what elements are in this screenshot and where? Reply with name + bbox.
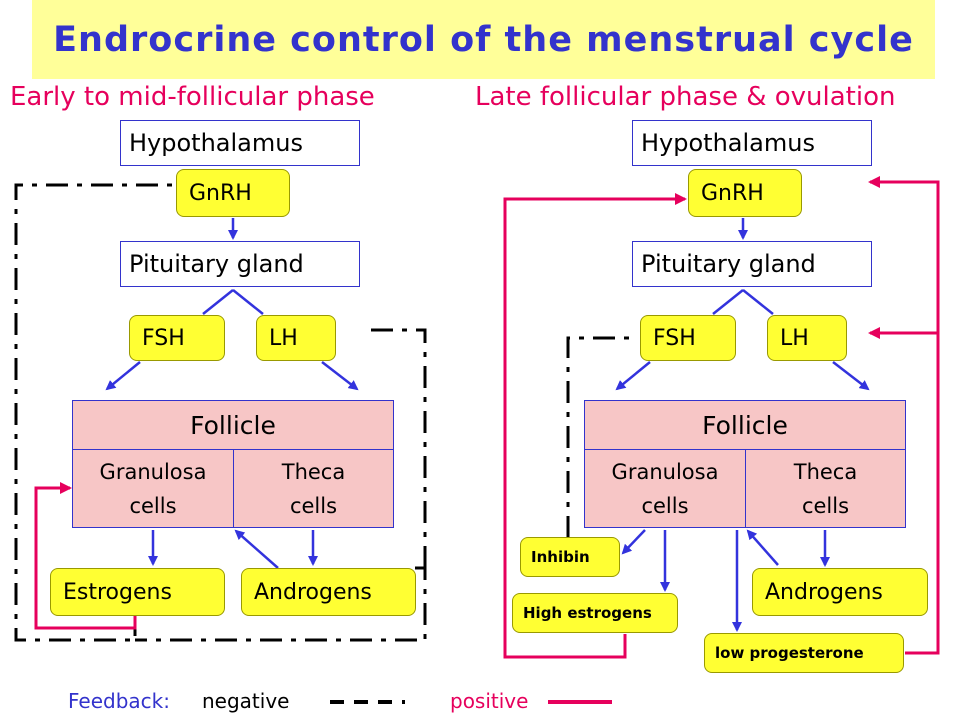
legend-positive-label: positive: [450, 689, 529, 713]
right-follicle-label: Follicle: [702, 410, 788, 440]
right-gnrh-pill: GnRH: [688, 169, 802, 217]
right-granulosa-cells: Granulosa cells: [585, 450, 746, 528]
right-follicle-box: Follicle Granulosa cells Theca cells: [584, 400, 906, 528]
left-theca-label-2: cells: [289, 494, 338, 518]
left-negative-feedback-lh: [364, 328, 427, 568]
right-theca-label-2: cells: [801, 494, 850, 518]
legend-negative-label: negative: [202, 689, 290, 713]
left-pituitary-to-lh-line: [232, 289, 264, 315]
right-theca-cells: Theca cells: [746, 450, 905, 528]
right-androgens-to-granulosa-arrow: [746, 529, 779, 566]
page-title: Endrocrine control of the menstrual cycl…: [53, 19, 914, 60]
right-granulosa-to-inhibin-arrow: [621, 529, 646, 555]
left-granulosa-label-2: cells: [129, 494, 177, 518]
left-negative-feedback-outer: [14, 183, 175, 642]
left-negative-feedback-bottom: [135, 566, 427, 642]
right-high-estrogens-pill: High estrogens: [512, 593, 678, 633]
left-fsh-to-follicle-arrow: [105, 361, 141, 391]
right-pituitary-to-lh-line: [742, 289, 774, 315]
right-positive-feedback-estrogen-gnrh: [503, 193, 687, 659]
left-granulosa-cells: Granulosa cells: [73, 450, 234, 528]
left-phase-heading: Early to mid-follicular phase: [10, 82, 375, 112]
right-pituitary-box: Pituitary gland: [632, 241, 872, 287]
right-granulosa-label-1: Granulosa: [611, 460, 719, 484]
right-inhibin-pill: Inhibin: [520, 537, 620, 577]
left-follicle-box: Follicle Granulosa cells Theca cells: [72, 400, 394, 528]
right-lh-to-follicle-arrow: [832, 361, 870, 391]
legend-label: Feedback:: [68, 689, 170, 713]
left-pituitary-box: Pituitary gland: [120, 241, 360, 287]
left-follicle-header: Follicle: [73, 401, 393, 450]
right-theca-label-1: Theca: [793, 460, 858, 484]
left-positive-feedback-estrogen: [34, 482, 137, 630]
right-positive-feedback-hypothalamus: [868, 176, 940, 655]
left-gnrh-pill: GnRH: [176, 169, 290, 217]
right-fsh-pill: FSH: [640, 315, 736, 361]
left-hypothalamus-box: Hypothalamus: [120, 120, 360, 166]
right-androgens-pill: Androgens: [752, 568, 928, 616]
right-negative-feedback-inhibin: [566, 336, 638, 538]
right-hypothalamus-box: Hypothalamus: [632, 120, 872, 166]
right-granulosa-label-2: cells: [641, 494, 689, 518]
left-granulosa-label-1: Granulosa: [99, 460, 207, 484]
left-theca-cells: Theca cells: [234, 450, 393, 528]
right-phase-heading: Late follicular phase & ovulation: [475, 82, 896, 112]
right-lh-pill: LH: [767, 315, 847, 361]
left-follicle-label: Follicle: [190, 410, 276, 440]
right-pituitary-to-fsh-line: [712, 289, 744, 315]
left-estrogens-pill: Estrogens: [50, 568, 225, 616]
right-fsh-to-follicle-arrow: [615, 361, 651, 391]
left-pituitary-to-fsh-line: [202, 289, 234, 315]
left-lh-pill: LH: [256, 315, 336, 361]
left-theca-label-1: Theca: [281, 460, 346, 484]
title-banner: [32, 0, 935, 79]
left-androgens-pill: Androgens: [241, 568, 416, 616]
left-lh-to-follicle-arrow: [321, 361, 359, 391]
left-androgens-to-granulosa-arrow: [234, 529, 279, 569]
right-low-progesterone-pill: low progesterone: [704, 633, 904, 673]
left-fsh-pill: FSH: [129, 315, 225, 361]
right-follicle-header: Follicle: [585, 401, 905, 450]
